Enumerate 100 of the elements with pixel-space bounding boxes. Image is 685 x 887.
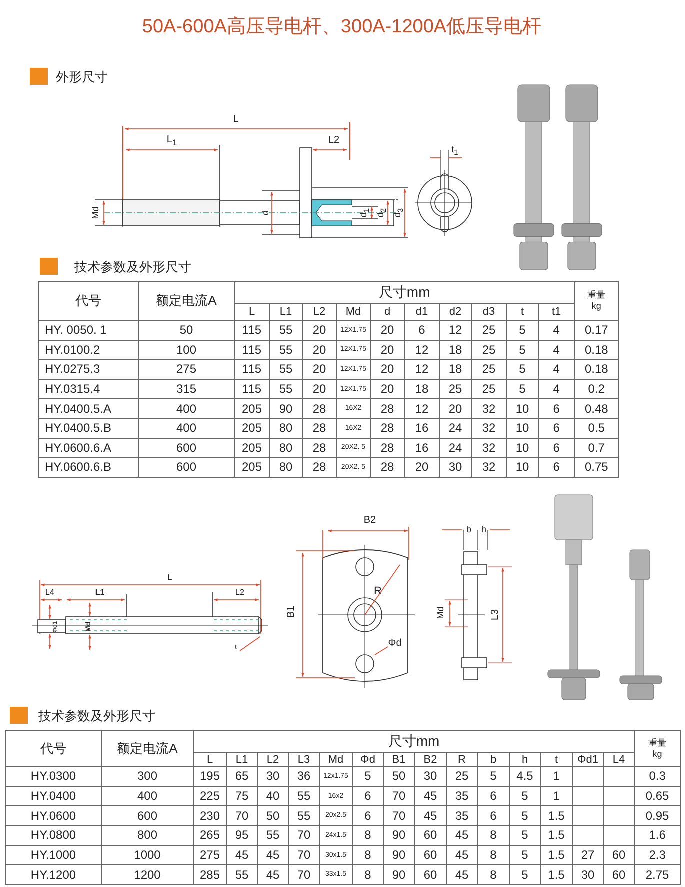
table-cell: 600 [138,458,234,478]
table-cell: 28 [370,418,404,438]
dimension-label: t$_{1}$ [452,145,458,157]
table-cell: 25 [440,379,472,399]
table-cell: 20 [440,398,472,418]
column-header: Md [320,752,352,766]
table-cell: 55 [270,379,302,399]
table-cell: 10 [506,438,538,458]
table-cell: 8 [478,826,510,846]
table-cell: 1000 [102,845,194,865]
table-cell: 28 [370,458,404,478]
title: 50A-600A高压导电杆、300A-1200A低压导电杆 [142,18,542,36]
table-cell: 25 [472,379,506,399]
column-header: 重量 kg [634,730,681,766]
table-cell: 1 [540,786,572,806]
column-header: 额定电流A [102,730,194,766]
table-cell: 45 [258,864,288,885]
dimension-label: b [466,526,472,534]
table-cell: HY.0400 [6,786,102,806]
column-header: L [234,304,270,320]
table-cell: 45 [258,845,288,865]
table-cell: 4 [538,379,575,399]
table-cell: 30 [572,864,604,885]
table-cell: 6 [352,806,384,826]
table-cell: 5 [506,320,538,340]
table-cell: 90 [270,398,302,418]
table-cell: 20 [302,320,336,340]
table-cell: 1 [540,766,572,786]
table-cell: 8 [352,826,384,846]
table-cell: 32 [472,418,506,438]
column-header: L2 [258,752,288,766]
table-cell: 18 [404,379,440,399]
section-heading: 外形尺寸 [56,70,108,84]
table-cell: 5 [506,379,538,399]
column-header: Φd1 [572,752,604,766]
table-cell: 115 [234,320,270,340]
table-cell: 80 [270,418,302,438]
table-cell: 0.18 [574,340,619,360]
table-cell: HY.0400.5.B [38,418,138,438]
table-cell: 265 [194,826,226,846]
table-cell: 20 [370,320,404,340]
dimension-label: L2 [328,136,340,146]
table-cell: 30 [414,766,446,786]
table-cell: HY. 0050. 1 [38,320,138,340]
column-header: b [478,752,510,766]
table-cell: 70 [226,806,258,826]
column-header: L1 [226,752,258,766]
table-cell: 0.18 [574,360,619,380]
table-cell: 5 [510,826,540,846]
table-cell: 20 [370,360,404,380]
table-cell: HY.0600.6.B [38,458,138,478]
table-cell: 60 [604,864,635,885]
table-cell: 4.5 [510,766,540,786]
table-cell: 60 [414,845,446,865]
table-cell: 25 [446,766,478,786]
table-cell: 6 [538,458,575,478]
table-cell: 1.6 [634,826,681,846]
column-header: Md [336,304,370,320]
table-cell: 4 [538,360,575,380]
table-cell: 5 [510,845,540,865]
table-cell: 400 [138,398,234,418]
table-cell: 28 [302,438,336,458]
table-cell: 55 [288,786,320,806]
table-cell: 275 [194,845,226,865]
table-cell: 60 [414,864,446,885]
table-cell: 800 [102,826,194,846]
table-cell: 5 [510,786,540,806]
column-header: B1 [384,752,414,766]
table-cell: 90 [384,845,414,865]
table-cell: 28 [302,418,336,438]
table-cell: 2.75 [634,864,681,885]
table-cell: 50 [384,766,414,786]
table-cell: 1.5 [540,806,572,826]
dimension-label: h [482,526,486,534]
column-header: L1 [270,304,302,320]
dimension-label: L$_{1}$ [166,135,178,147]
table-cell: 28 [302,398,336,418]
table-cell: 55 [226,864,258,885]
table-cell: 205 [234,398,270,418]
table-cell: 5 [478,766,510,786]
column-header: 重量 kg [574,282,619,320]
table-cell: 55 [270,340,302,360]
table-cell: 40 [258,786,288,806]
column-header: L [194,752,226,766]
dimension-label: L [233,115,239,125]
column-header: d [370,304,404,320]
table-cell: 1.5 [540,826,572,846]
table-cell: 285 [194,864,226,885]
table-cell: 45 [414,786,446,806]
table-cell: 70 [288,826,320,846]
table-cell: 90 [384,864,414,885]
table-cell: 16 [404,418,440,438]
dimension-label: L2 [236,589,244,597]
table-cell: 0.2 [574,379,619,399]
column-header: L3 [288,752,320,766]
table-cell: 24 [440,438,472,458]
dimension-label: L [168,574,172,582]
table-cell: 20 [404,458,440,478]
table-cell: 45 [446,864,478,885]
table-cell: 70 [384,786,414,806]
